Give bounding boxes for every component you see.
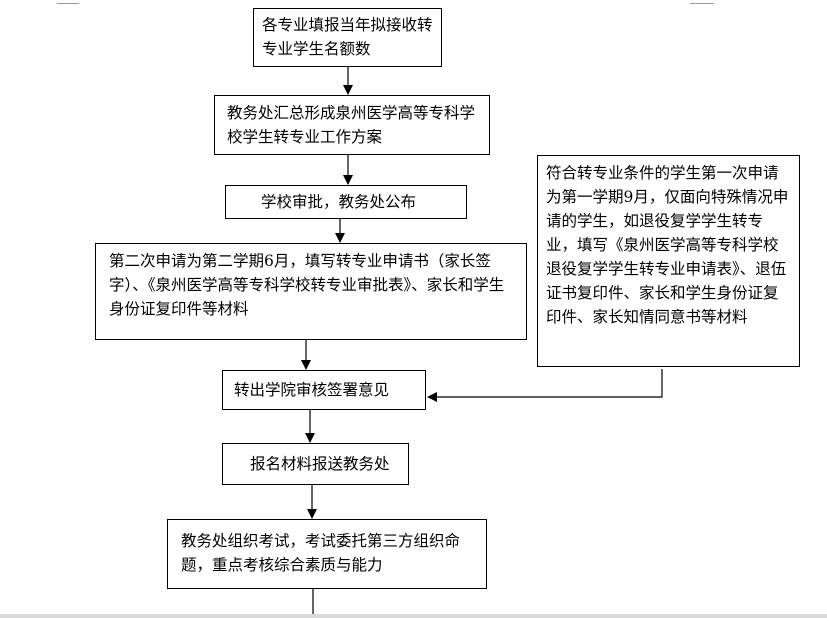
step1-text: 各专业填报当年拟接收转专业学生名额数 — [262, 16, 433, 58]
step5-box: 转出学院审核签署意见 — [222, 370, 426, 410]
step2-box: 教务处汇总形成泉州医学高等专科学校学生转专业工作方案 — [214, 95, 490, 155]
arrow-side-to-step5 — [427, 369, 663, 402]
side-condition-text: 符合转专业条件的学生第一次申请为第一学期9月，仅面向特殊情况申请的学生，如退役复… — [546, 164, 789, 326]
page-corner-mark-left — [57, 0, 79, 4]
step6-text: 报名材料报送教务处 — [250, 455, 390, 473]
page-bottom-strip — [0, 614, 827, 618]
step6-box: 报名材料报送教务处 — [222, 443, 409, 485]
step7-box: 教务处组织考试，考试委托第三方组织命题，重点考核综合素质与能力 — [167, 519, 487, 589]
step2-text: 教务处汇总形成泉州医学高等专科学校学生转专业工作方案 — [227, 104, 476, 146]
step7-text: 教务处组织考试，考试委托第三方组织命题，重点考核综合素质与能力 — [181, 532, 461, 574]
side-condition-box: 符合转专业条件的学生第一次申请为第一学期9月，仅面向特殊情况申请的学生，如退役复… — [537, 155, 800, 367]
step4-text: 第二次申请为第二学期6月，填写转专业申请书（家长签字）、《泉州医学高等专科学校转… — [109, 252, 505, 318]
step1-box: 各专业填报当年拟接收转专业学生名额数 — [253, 8, 442, 67]
step4-box: 第二次申请为第二学期6月，填写转专业申请书（家长签字）、《泉州医学高等专科学校转… — [95, 243, 527, 340]
step5-text: 转出学院审核签署意见 — [234, 381, 390, 399]
step3-text: 学校审批，教务处公布 — [261, 193, 417, 211]
page-corner-mark-right — [690, 0, 714, 4]
step3-box: 学校审批，教务处公布 — [225, 185, 467, 219]
